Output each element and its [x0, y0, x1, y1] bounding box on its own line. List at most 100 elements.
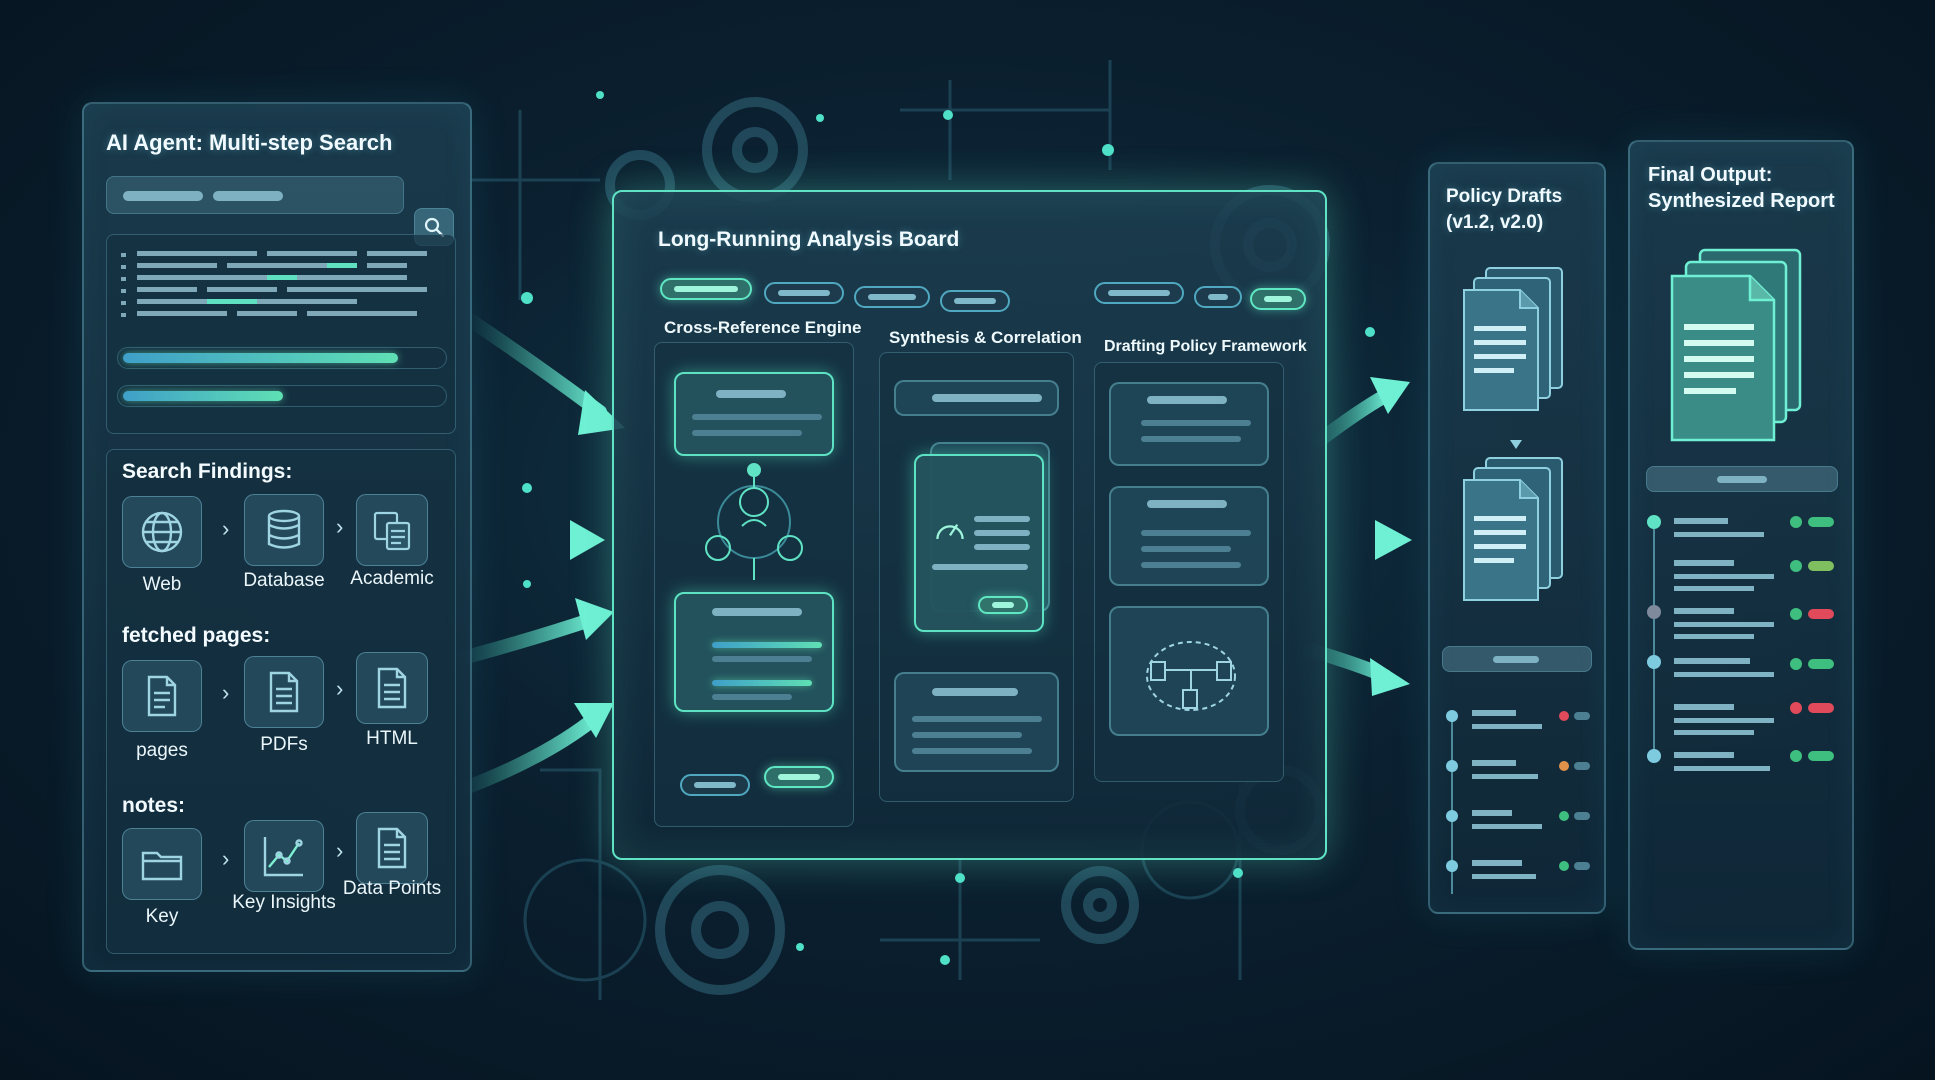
database-icon	[267, 509, 301, 549]
academic-stack-icon	[373, 511, 411, 551]
html-icon	[377, 667, 407, 709]
board-tab-4[interactable]	[940, 290, 1010, 312]
card-line	[1141, 562, 1241, 568]
fetched-label: HTML	[366, 728, 418, 749]
policy-card-2[interactable]	[1109, 486, 1269, 586]
card-line	[712, 694, 792, 700]
card-line	[1141, 420, 1251, 426]
card-line	[1141, 530, 1251, 536]
pdf-icon	[269, 671, 299, 713]
card-line	[1141, 546, 1231, 552]
card-line	[932, 564, 1028, 570]
finding-label: Web	[142, 574, 182, 595]
chevron-right-icon: ›	[222, 680, 230, 705]
query-placeholder-bar	[123, 191, 203, 201]
synth-card-button[interactable]	[978, 596, 1028, 614]
drafts-timeline	[1446, 710, 1590, 894]
policy-drafts-panel: Policy Drafts (v1.2, v2.0)	[1428, 162, 1606, 914]
finding-academic[interactable]	[356, 494, 428, 566]
xref-card-top[interactable]	[674, 372, 834, 456]
card-line	[912, 716, 1042, 722]
xref-run-button[interactable]	[764, 766, 834, 788]
finding-web[interactable]	[122, 496, 202, 568]
fetched-pdfs[interactable]	[244, 656, 324, 728]
fetched-pages[interactable]	[122, 660, 202, 732]
card-line	[932, 688, 1018, 696]
chevron-right-icon: ›	[222, 846, 230, 871]
drafts-divider-bar	[1442, 646, 1592, 672]
board-action-1[interactable]	[1094, 282, 1184, 304]
synth-card-top[interactable]	[894, 380, 1059, 416]
board-tab-3[interactable]	[854, 286, 930, 308]
synth-card-bottom[interactable]	[894, 672, 1059, 772]
note-data-points[interactable]	[356, 812, 428, 884]
finding-label: Academic	[350, 568, 434, 589]
board-title: Long-Running Analysis Board	[658, 228, 960, 251]
draft-v1-document-icon[interactable]	[1460, 264, 1570, 414]
final-report-document-icon[interactable]	[1666, 246, 1816, 446]
fetched-label: pages	[136, 740, 188, 761]
policy-card-3[interactable]	[1109, 606, 1269, 736]
network-node-icon	[705, 463, 803, 580]
progress-fill	[123, 391, 283, 401]
finding-label: Database	[243, 570, 325, 591]
drafts-title: Policy Drafts	[1446, 186, 1563, 207]
note-key-insights[interactable]	[244, 820, 324, 892]
card-line	[712, 642, 822, 648]
analysis-board: Long-Running Analysis Board Cross-Refere…	[612, 190, 1327, 860]
card-line	[712, 608, 802, 616]
board-action-2[interactable]	[1194, 286, 1242, 308]
divider-line	[1717, 476, 1767, 483]
notes-heading: notes:	[122, 794, 185, 817]
fetched-label: PDFs	[260, 734, 308, 755]
divider-line	[1493, 656, 1539, 663]
query-placeholder-bar	[213, 191, 283, 201]
final-subtitle: Synthesized Report	[1648, 190, 1835, 212]
card-line	[912, 732, 1022, 738]
card-line	[1147, 396, 1227, 404]
card-line	[712, 656, 812, 662]
board-tab-2[interactable]	[764, 282, 844, 304]
fetched-html[interactable]	[356, 652, 428, 724]
document-icon	[377, 827, 407, 869]
card-line	[712, 680, 812, 686]
globe-icon	[141, 511, 183, 553]
board-action-3[interactable]	[1250, 288, 1306, 310]
xref-card-bottom[interactable]	[674, 592, 834, 712]
column-title: Drafting Policy Framework	[1104, 338, 1307, 355]
search-input[interactable]	[106, 176, 404, 214]
column-title: Cross-Reference Engine	[664, 318, 862, 337]
note-label: Key Insights	[232, 892, 336, 913]
card-line	[1141, 436, 1241, 442]
finding-database[interactable]	[244, 494, 324, 566]
card-line	[692, 414, 822, 420]
board-tab-1[interactable]	[660, 278, 752, 300]
card-line	[1147, 500, 1227, 508]
chart-icon	[263, 837, 303, 877]
search-panel-title: AI Agent: Multi-step Search	[106, 130, 393, 155]
drafts-subtitle: (v1.2, v2.0)	[1446, 212, 1544, 233]
progress-fill	[123, 353, 398, 363]
card-line	[974, 544, 1030, 550]
xref-cancel-button[interactable]	[680, 774, 750, 796]
search-panel: AI Agent: Multi-step Search	[82, 102, 472, 972]
final-output-panel: Final Output: Synthesized Report	[1628, 140, 1854, 950]
chevron-right-icon: ›	[336, 838, 344, 863]
card-line	[716, 390, 786, 398]
findings-heading: Search Findings:	[122, 460, 293, 483]
policy-card-1[interactable]	[1109, 382, 1269, 466]
card-line	[974, 516, 1030, 522]
chevron-right-icon: ›	[222, 516, 230, 541]
page-icon	[147, 675, 177, 717]
synth-document-card[interactable]	[914, 454, 1044, 632]
fetched-heading: fetched pages:	[122, 624, 271, 647]
down-arrow-icon	[1510, 440, 1522, 449]
draft-v2-document-icon[interactable]	[1460, 454, 1570, 604]
note-key[interactable]	[122, 828, 202, 900]
card-line	[932, 394, 1042, 402]
card-line	[912, 748, 1032, 754]
note-label: Data Points	[342, 878, 442, 899]
log-lines	[121, 251, 427, 317]
final-divider-bar	[1646, 466, 1838, 492]
chevron-right-icon: ›	[336, 676, 344, 701]
